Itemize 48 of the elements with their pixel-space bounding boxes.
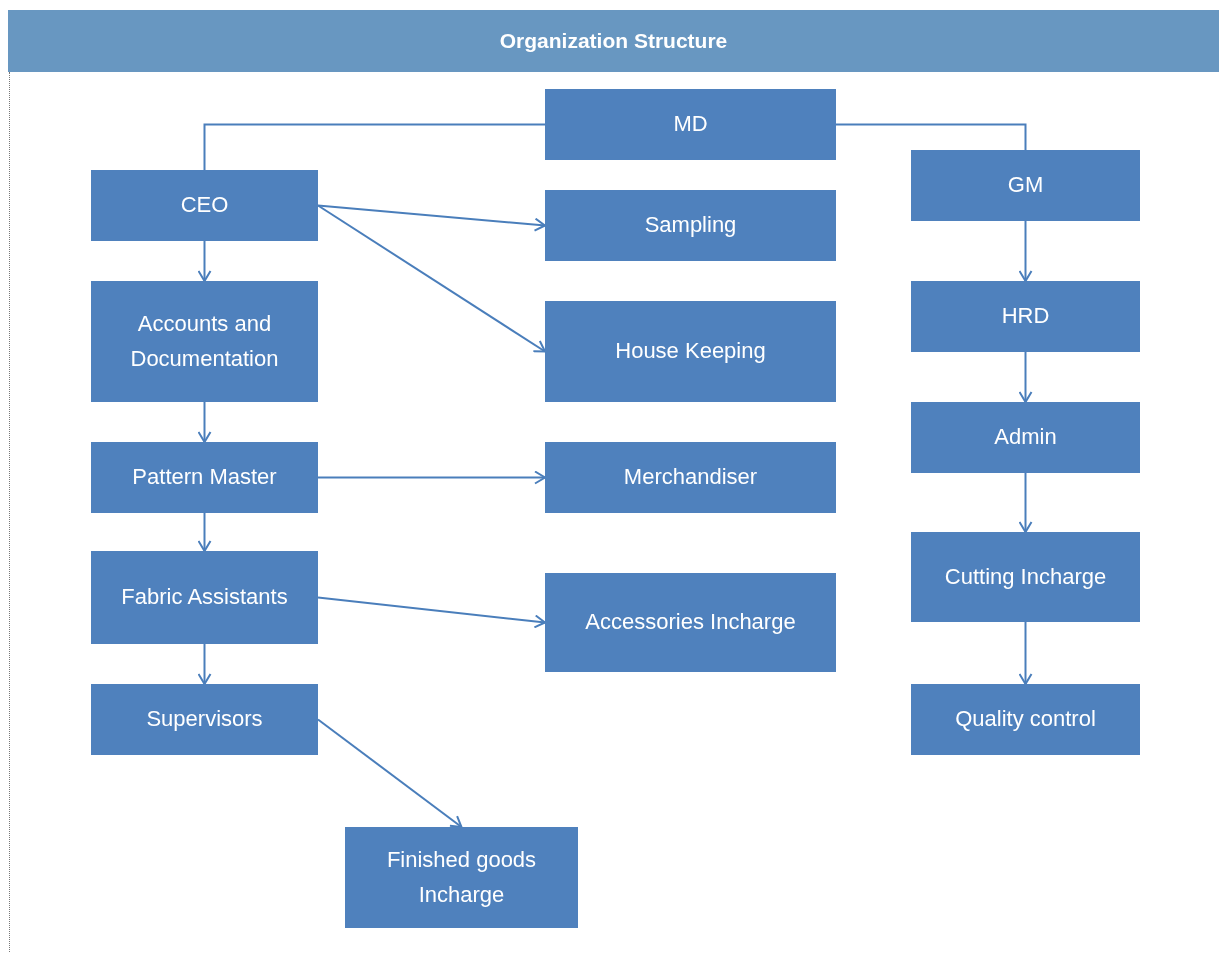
arrow xyxy=(317,596,546,629)
role-label: Quality control xyxy=(955,705,1096,734)
title-banner: Organization Structure xyxy=(8,10,1219,72)
role-box xyxy=(91,684,318,755)
role-label: Accessories Incharge xyxy=(585,608,796,637)
arrow xyxy=(317,470,546,485)
role-box xyxy=(911,281,1140,352)
arrow xyxy=(317,204,546,232)
role-label: CEO xyxy=(180,191,229,220)
role-box xyxy=(91,281,318,402)
role-box xyxy=(91,551,318,644)
role-label: Pattern Master xyxy=(132,463,277,492)
role-box xyxy=(545,442,836,513)
connector-line xyxy=(203,123,546,171)
role-box xyxy=(911,684,1140,755)
role-label: GM xyxy=(1007,171,1044,200)
arrow xyxy=(1018,351,1033,403)
role-box xyxy=(545,190,836,261)
arrow xyxy=(317,204,546,353)
role-box xyxy=(345,827,578,928)
role-label: Finished goods Incharge xyxy=(385,846,538,909)
role-label: MD xyxy=(673,110,708,139)
role-box xyxy=(911,532,1140,622)
role-box xyxy=(91,170,318,241)
connector-line xyxy=(835,123,1027,151)
role-label: Admin xyxy=(994,423,1057,452)
role-label: Fabric Assistants xyxy=(121,583,288,612)
role-label: Accounts and Documentation xyxy=(129,310,280,373)
role-box xyxy=(911,150,1140,221)
role-box xyxy=(545,89,836,160)
arrow xyxy=(317,718,463,828)
role-label: Cutting Incharge xyxy=(944,562,1107,591)
role-label: Merchandiser xyxy=(623,463,758,492)
arrow xyxy=(197,240,212,282)
arrow xyxy=(1018,472,1033,533)
arrow xyxy=(197,643,212,685)
role-label: Sampling xyxy=(644,211,737,240)
arrow xyxy=(1018,220,1033,282)
role-label: HRD xyxy=(1001,302,1050,331)
arrow xyxy=(197,401,212,443)
role-box xyxy=(91,442,318,513)
arrow xyxy=(1018,621,1033,685)
role-label: House Keeping xyxy=(615,337,766,366)
role-label: Supervisors xyxy=(146,705,263,734)
role-box xyxy=(545,301,836,402)
role-box xyxy=(911,402,1140,473)
arrow xyxy=(197,512,212,552)
role-box xyxy=(545,573,836,672)
